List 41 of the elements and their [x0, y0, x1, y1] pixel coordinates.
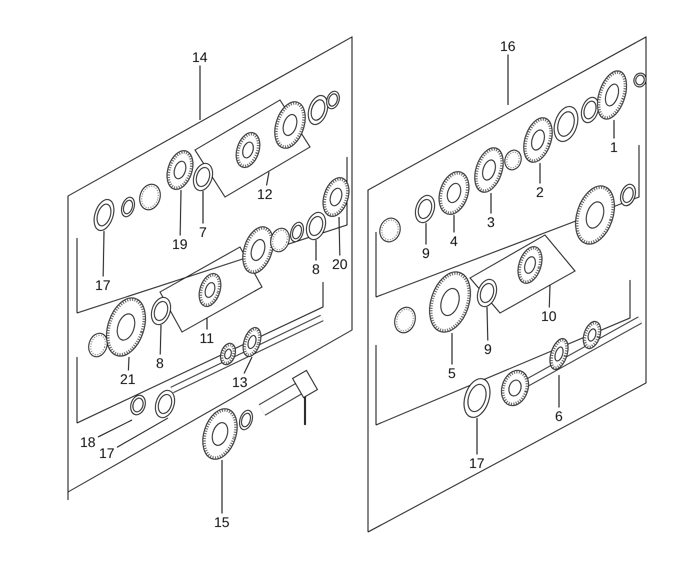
- leader-line: [266, 172, 270, 186]
- callout-number: 2: [535, 184, 545, 200]
- callout-number: 6: [554, 408, 564, 424]
- callout-number: 17: [94, 278, 112, 292]
- callout-number: 14: [191, 50, 209, 64]
- callout-number: 17: [468, 456, 486, 470]
- callout-number: 20: [331, 256, 349, 272]
- leader-line: [180, 190, 182, 236]
- leader-line: [548, 284, 550, 308]
- leader-line: [244, 356, 252, 374]
- callout-number: 4: [449, 234, 459, 248]
- callout-number: 16: [499, 38, 517, 54]
- leader-line: [476, 418, 478, 455]
- callout-number: 21: [119, 372, 137, 386]
- callout-number: 13: [231, 374, 249, 390]
- callout-number: 17: [98, 446, 116, 460]
- leader-line: [128, 356, 130, 371]
- leader-line: [338, 216, 340, 256]
- callout-number: 8: [155, 356, 165, 370]
- leader-line: [98, 420, 132, 438]
- callout-number: 12: [256, 186, 274, 202]
- leader-line: [206, 318, 208, 330]
- callout-number: 5: [447, 366, 457, 380]
- callout-number: 15: [213, 514, 231, 530]
- leader-line: [486, 306, 488, 341]
- leader-line: [202, 190, 204, 224]
- leader-line: [102, 230, 104, 277]
- callout-number: 18: [79, 434, 97, 450]
- callout-number: 1: [609, 140, 619, 154]
- callout-number: 9: [483, 342, 493, 356]
- callout-number: 3: [486, 214, 496, 230]
- callout-number: 8: [311, 262, 321, 276]
- leader-line: [116, 418, 168, 448]
- callout-number: 10: [540, 308, 558, 324]
- callout-number: 7: [198, 224, 208, 240]
- leader-line: [558, 374, 560, 408]
- callout-number: 11: [198, 330, 216, 346]
- leader-line: [160, 324, 162, 355]
- leader-line: [490, 192, 492, 214]
- callout-number: 19: [171, 236, 189, 252]
- callout-number: 9: [421, 246, 431, 260]
